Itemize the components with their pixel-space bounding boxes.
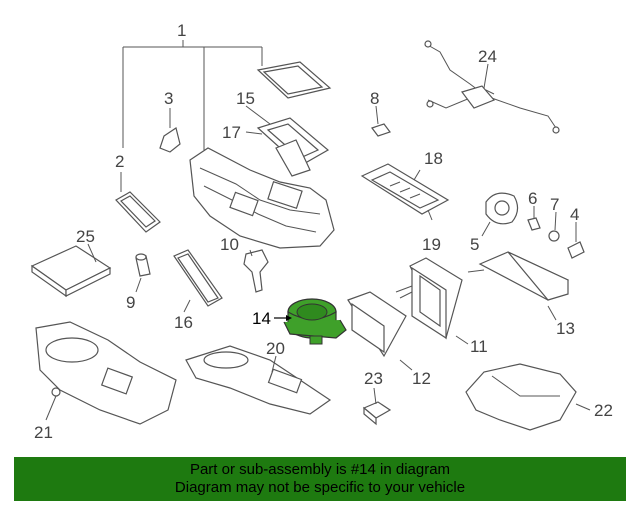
callout-2: 2: [115, 152, 125, 171]
part-1-heater-housing[interactable]: [189, 147, 335, 249]
part-6-clip[interactable]: [527, 217, 541, 231]
notice-banner: Part or sub-assembly is #14 in diagram D…: [14, 457, 626, 501]
callout-8: 8: [370, 89, 380, 108]
part-9-sensor[interactable]: [135, 253, 151, 277]
callout-9: 9: [126, 293, 136, 312]
part-17-mode-door[interactable]: [256, 117, 330, 177]
callout-13: 13: [556, 319, 575, 338]
callout-18: 18: [424, 149, 443, 168]
part-14-blower-motor[interactable]: [283, 298, 347, 345]
callout-15: 15: [236, 89, 255, 108]
callout-7: 7: [550, 195, 560, 214]
parts-diagram: [30, 40, 591, 431]
callout-1: 1: [177, 21, 187, 40]
part-7-grommet[interactable]: [548, 230, 560, 242]
part-3-clip[interactable]: [159, 127, 181, 153]
callout-1-leaders: [122, 40, 263, 150]
callout-19: 19: [422, 235, 441, 254]
part-22-duct[interactable]: [465, 363, 577, 431]
callout-10: 10: [220, 235, 239, 254]
callout-14: 14: [252, 309, 271, 328]
notice-line-2: Diagram may not be specific to your vehi…: [174, 479, 466, 496]
callout-6: 6: [528, 189, 538, 208]
callout-11: 11: [470, 337, 488, 356]
callout-25: 25: [76, 227, 95, 246]
part-11-evaporator[interactable]: [395, 257, 463, 340]
callout-3: 3: [164, 89, 174, 108]
part-23-resistor[interactable]: [362, 401, 392, 426]
callout-14-arrow: [274, 315, 292, 321]
part-2-seal[interactable]: [115, 191, 161, 233]
notice-line-1: Part or sub-assembly is #14 in diagram: [189, 461, 451, 478]
callout-16: 16: [174, 313, 193, 332]
callout-22: 22: [594, 401, 613, 420]
callout-12: 12: [412, 369, 431, 388]
callout-23: 23: [364, 369, 383, 388]
part-20-lower-case[interactable]: [185, 345, 332, 415]
part-8-connector[interactable]: [371, 123, 391, 137]
callout-20: 20: [266, 339, 285, 358]
part-13-heater-core[interactable]: [467, 251, 570, 301]
part-5-blower-wheel[interactable]: [485, 192, 519, 225]
part-21-blower-housing[interactable]: [35, 321, 177, 425]
callout-24: 24: [478, 47, 497, 66]
callout-4: 4: [570, 205, 580, 224]
part-25-cabin-filter[interactable]: [30, 245, 112, 298]
part-4-bracket[interactable]: [567, 241, 585, 259]
callout-21: 21: [34, 423, 53, 442]
part-12-module[interactable]: [347, 291, 407, 358]
callout-5: 5: [470, 235, 480, 254]
part-10-actuator[interactable]: [243, 249, 269, 293]
part-16-panel[interactable]: [173, 249, 223, 307]
callout-17: 17: [222, 123, 241, 142]
part-15-filter-tray[interactable]: [256, 61, 332, 99]
part-18-heater-core[interactable]: [360, 163, 450, 215]
part-24-wiring-harness[interactable]: [424, 40, 560, 134]
